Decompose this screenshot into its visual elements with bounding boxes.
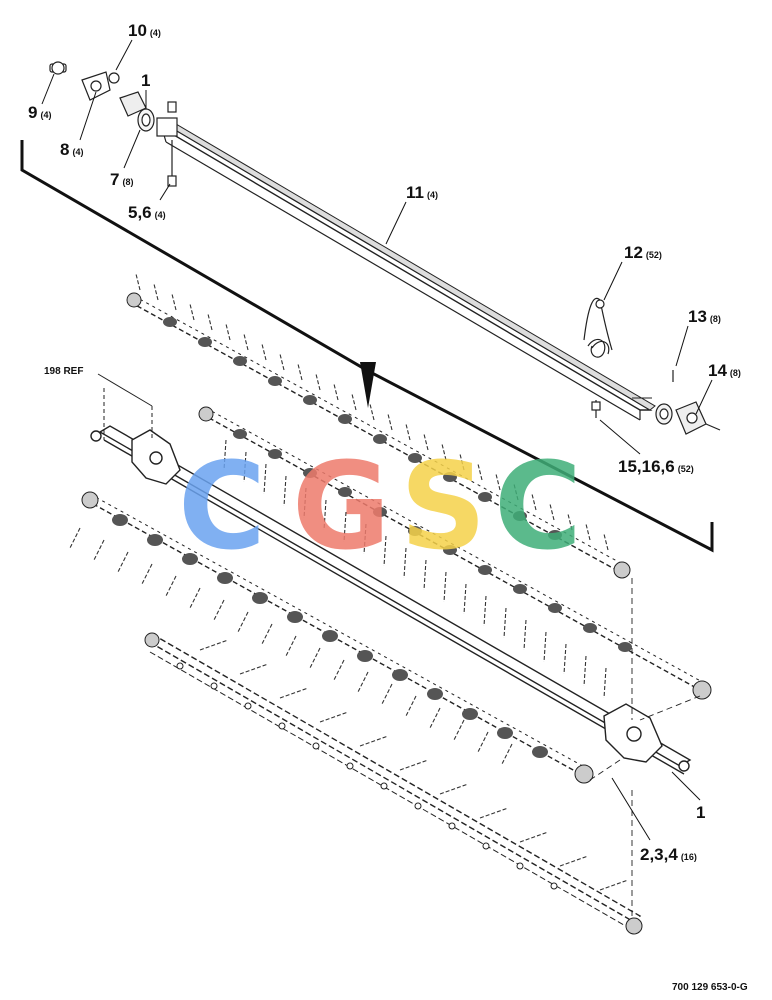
reel-shaft — [90, 425, 692, 775]
callout-9: 9(4) — [28, 103, 51, 122]
watermark-letter-4: C — [494, 438, 582, 577]
drawing-number: 700 129 653-0-G — [672, 982, 748, 993]
ref-label: 198 REF — [44, 366, 83, 377]
reel-bar-2 — [198, 406, 712, 700]
crank-parts — [49, 61, 177, 187]
bracket-arrow — [360, 362, 376, 408]
callout-10: 10(4) — [128, 21, 161, 40]
reel-bar-1 — [126, 273, 631, 579]
callout-15-16-6: 15,16,6(52) — [618, 457, 694, 476]
callout-12: 12(52) — [624, 243, 662, 262]
reel-bar-3 — [69, 491, 594, 784]
reel-bar-4 — [144, 632, 643, 935]
spring-tine — [583, 297, 613, 418]
callout-1-top: 1 — [141, 71, 150, 90]
callout-2-3-4: 2,3,4(16) — [640, 845, 697, 864]
bolt-5 — [167, 101, 177, 113]
callout-11: 11(4) — [406, 183, 438, 202]
end-bearing-parts — [655, 370, 721, 435]
watermark-letter-1: C — [178, 438, 266, 577]
callout-13: 13(8) — [688, 307, 721, 326]
callout-5-6: 5,6(4) — [128, 203, 166, 222]
leader-lines — [41, 39, 713, 841]
watermark-letter-2: G — [292, 438, 391, 577]
callout-labels: 10(4) 1 9(4) 8(4) 7(8) 5,6(4) 11(4) 12(5… — [28, 21, 748, 993]
alignment-lines — [589, 578, 701, 920]
callout-7: 7(8) — [110, 170, 133, 189]
watermark: C G S C — [178, 438, 582, 577]
ref-leader — [97, 373, 153, 440]
callout-8: 8(4) — [60, 140, 83, 159]
tine-bar — [156, 117, 656, 421]
nut-10 — [108, 72, 120, 84]
callout-1-bottom: 1 — [696, 803, 705, 822]
callout-14: 14(8) — [708, 361, 741, 380]
watermark-letter-3: S — [400, 438, 486, 577]
